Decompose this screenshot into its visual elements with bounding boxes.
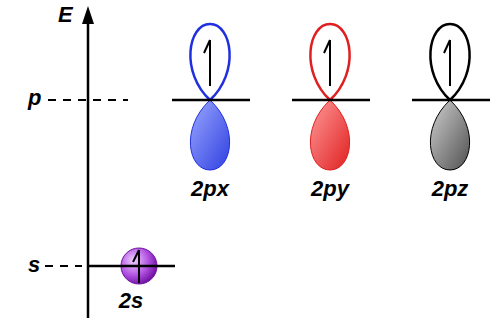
orbital-level bbox=[172, 99, 250, 102]
orbital-label: 2px bbox=[191, 178, 229, 200]
orbital-level bbox=[292, 99, 370, 102]
orbital-level bbox=[412, 99, 490, 102]
level-label: p bbox=[28, 87, 41, 109]
orbital-label: 2pz bbox=[432, 178, 469, 200]
electron-arrow bbox=[204, 40, 210, 86]
electron-arrow bbox=[444, 40, 450, 86]
p-orbital-lobe bbox=[430, 24, 469, 100]
energy-axis bbox=[87, 20, 90, 318]
p-orbital-lobe bbox=[190, 100, 229, 170]
orbital-label: 2s bbox=[119, 290, 143, 312]
level-label: s bbox=[28, 254, 40, 276]
p-orbital-lobe bbox=[430, 100, 469, 170]
electron-arrow bbox=[324, 40, 330, 86]
axis-label: E bbox=[58, 4, 73, 26]
p-orbital-lobe bbox=[190, 24, 229, 100]
orbital-label: 2py bbox=[311, 178, 349, 200]
orbital-level bbox=[88, 265, 175, 268]
p-orbital-lobe bbox=[310, 24, 349, 100]
p-orbital-lobe bbox=[310, 100, 349, 170]
p-level-dash bbox=[48, 99, 128, 101]
axis-arrowhead bbox=[82, 6, 94, 24]
s-level-dash bbox=[45, 265, 82, 267]
electron-arrow bbox=[133, 250, 139, 283]
